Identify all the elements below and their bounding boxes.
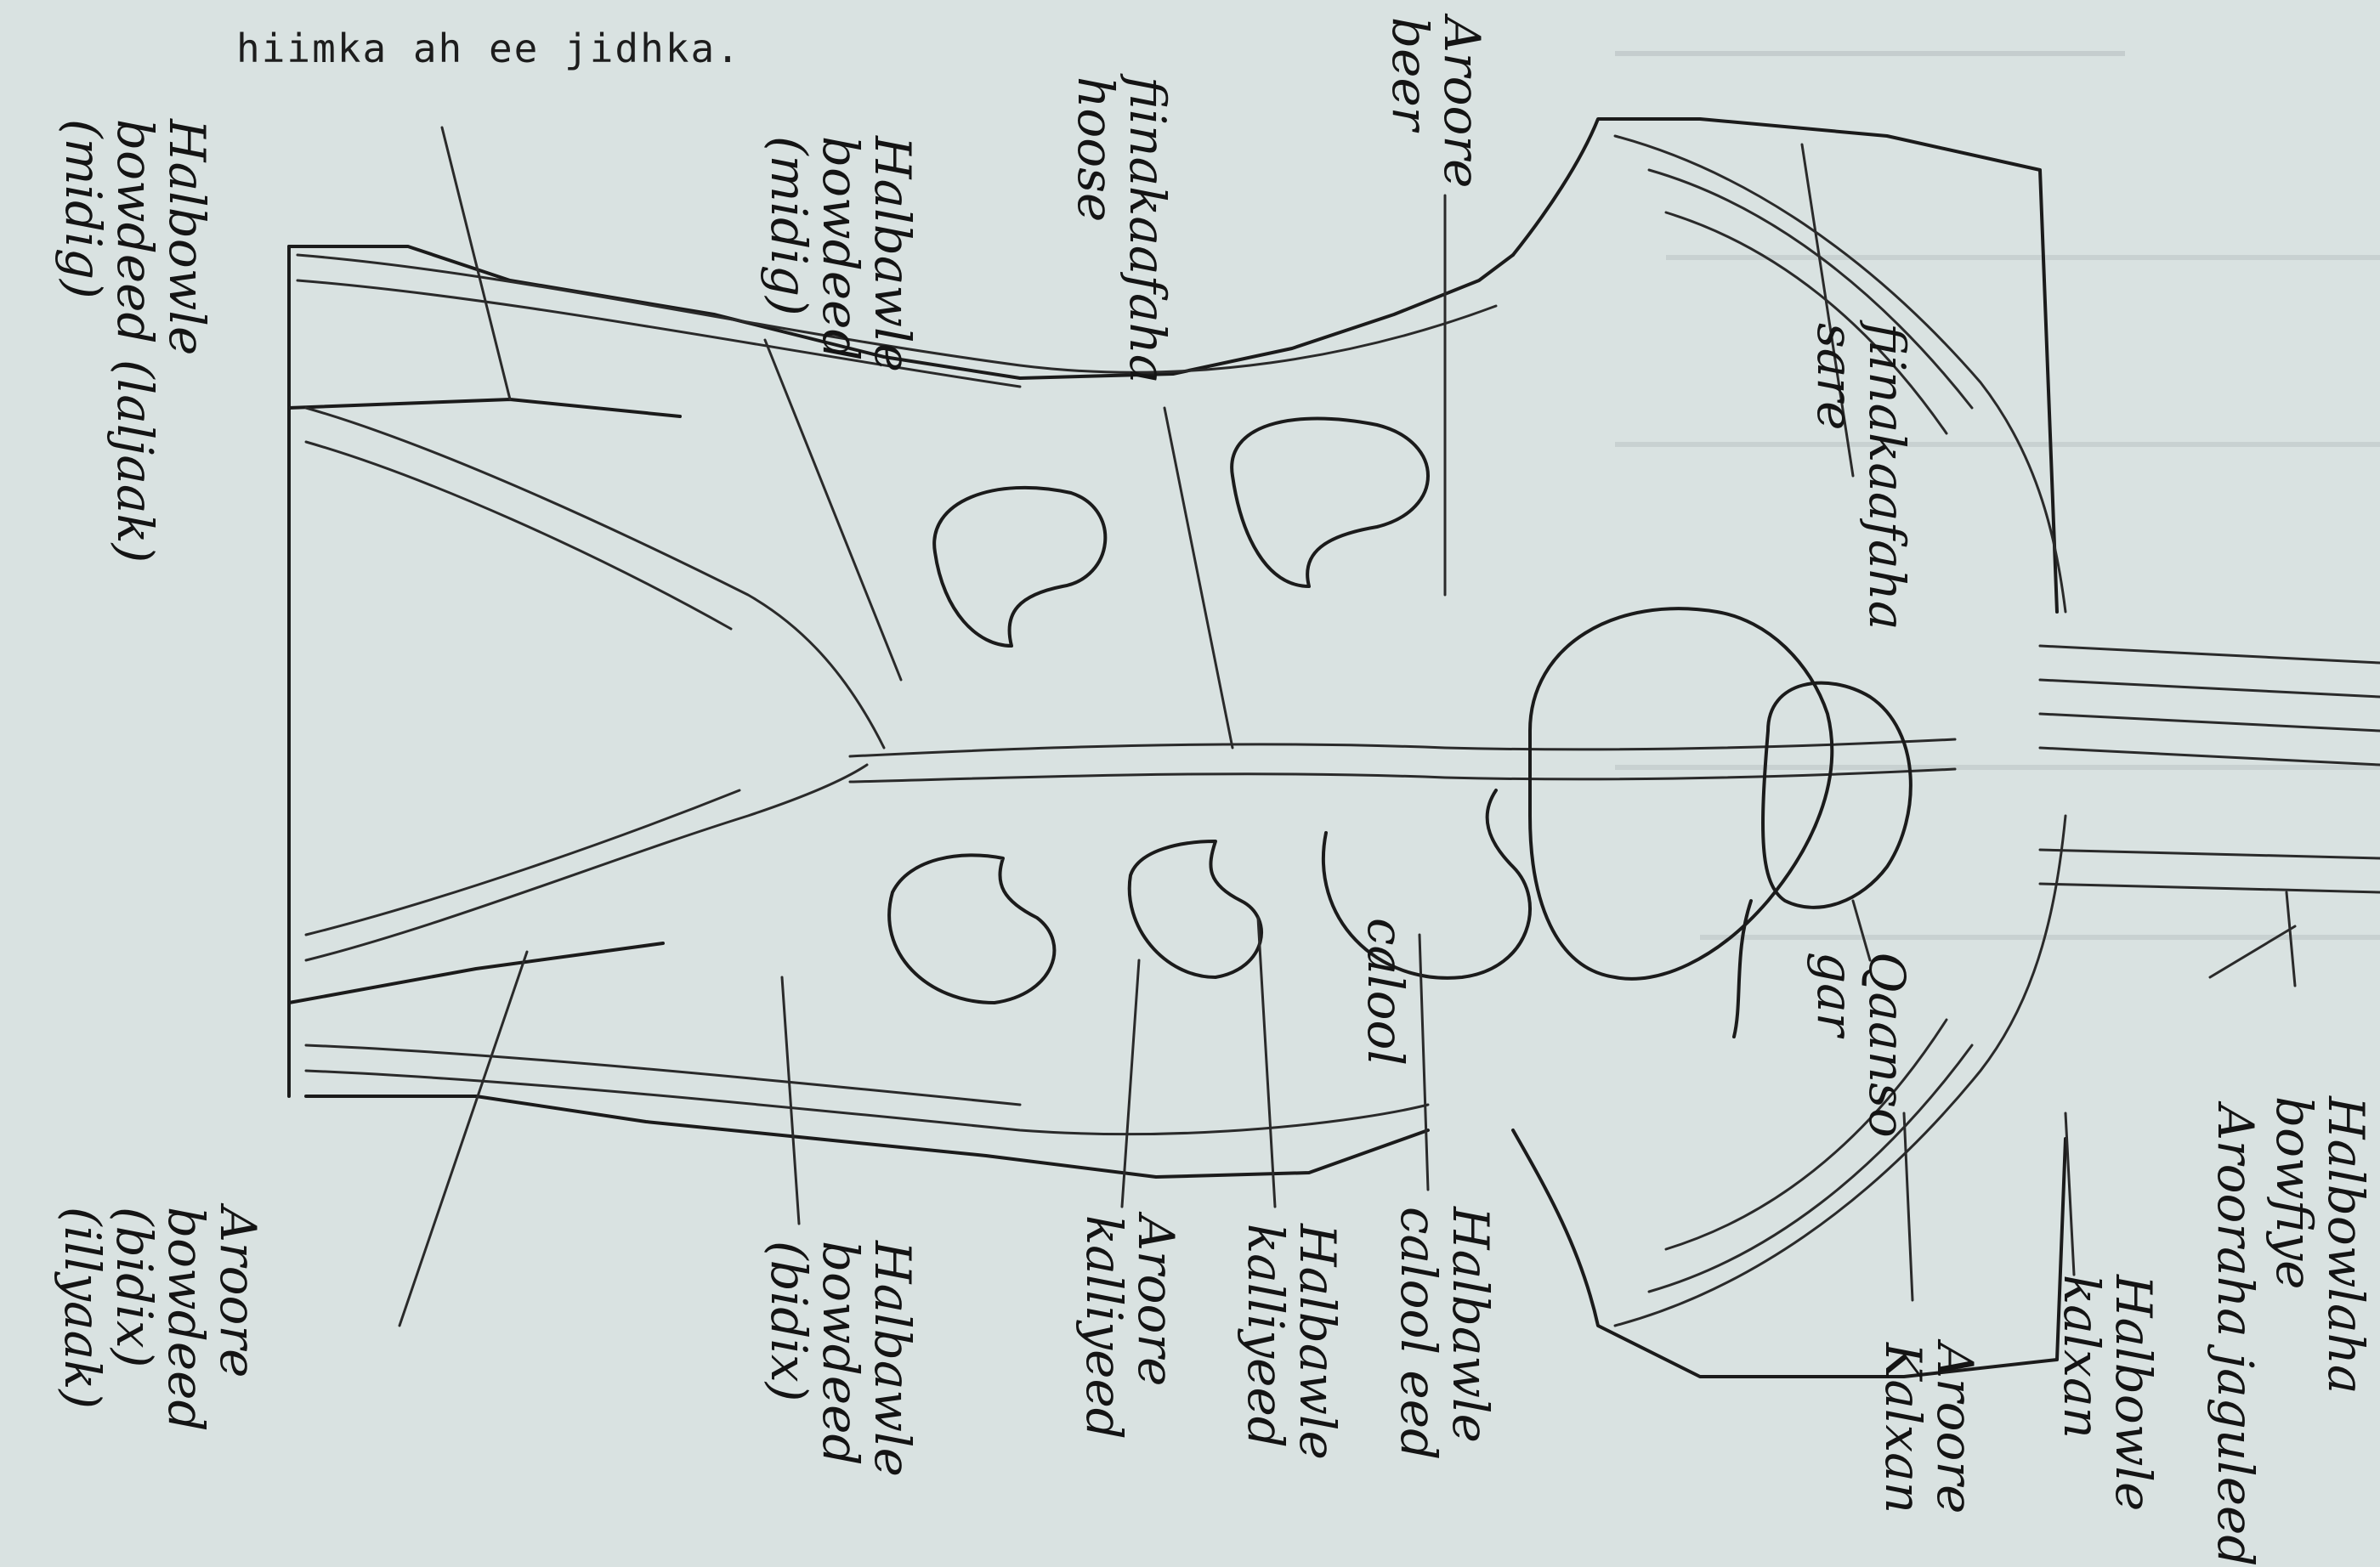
aorta-main: [850, 739, 1955, 756]
neck-vessel-3: [2040, 714, 2380, 731]
leader-aroore-bidix: [400, 952, 527, 1326]
leader-halbawle-midig: [765, 340, 901, 680]
upper-body-outline: [1513, 119, 2057, 612]
body-left-lower: [289, 943, 663, 1003]
stomach-outline: [1323, 790, 1530, 978]
leader-aroore-kalliyeed: [1122, 960, 1139, 1207]
neck-vessel-4: [2040, 748, 2380, 765]
neck-vessel-5: [2040, 850, 2380, 858]
right-leg-vessel: [306, 408, 884, 748]
kidney-lower-2: [1130, 841, 1261, 977]
kidney-lower: [889, 855, 1054, 1003]
neck-vessel-6: [2040, 884, 2380, 892]
neck-vessel-1: [2040, 646, 2380, 663]
neck-vessel-2: [2040, 680, 2380, 697]
kidney-upper-2: [1232, 419, 1428, 587]
vena-cava-main: [850, 769, 1955, 782]
leader-halbowle-midig: [442, 127, 510, 399]
heart-outline: [1530, 608, 1832, 979]
label-aroorah-jaguleed: Arooraha jaguleed: [2209, 1105, 2261, 1567]
leader-bowdeed-bidix: [782, 977, 799, 1224]
leader-halbowlaha-bowfiye: [2210, 926, 2295, 977]
heart-inner: [1763, 683, 1911, 908]
upper-body-lower: [1513, 1130, 2066, 1377]
leader-calool-eed: [1420, 935, 1428, 1190]
body-left-upper: [289, 399, 680, 416]
left-leg-vessel: [306, 765, 867, 960]
kidney-upper: [934, 488, 1105, 646]
label-calool: calool: [1359, 918, 1411, 1066]
leader-aroore-kalxan: [1904, 1113, 1912, 1300]
leader-kalliyeed: [1258, 918, 1275, 1207]
circulatory-sketch: [0, 0, 2380, 1481]
right-leg-vessel-2: [306, 442, 731, 629]
left-leg-vessel-2: [306, 790, 740, 935]
leader-kalxan: [2066, 1113, 2074, 1275]
leader-fiinakaafaha-hoose: [1164, 408, 1232, 748]
diagram-page: hiimka ah ee jidhka.: [0, 0, 2380, 1481]
leader-right-bottom: [2286, 892, 2295, 986]
